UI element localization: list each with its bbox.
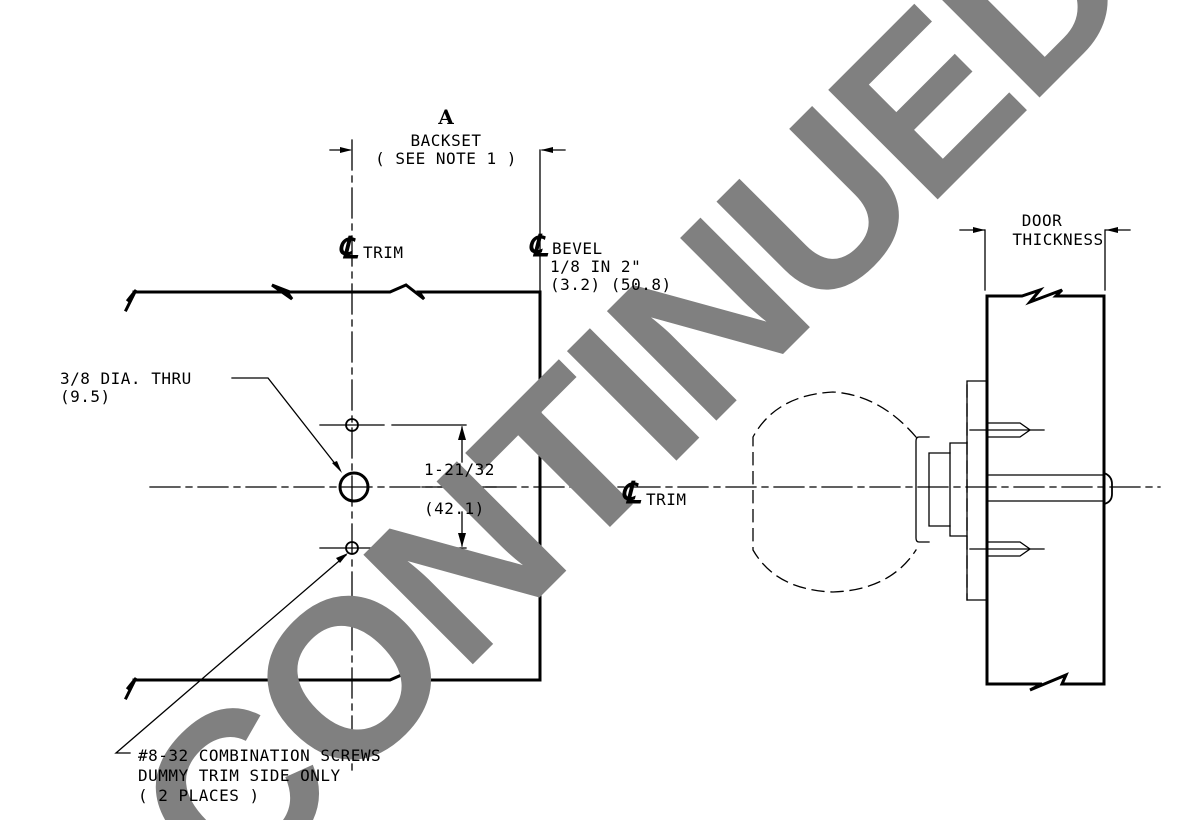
- screws-leader-line: [114, 554, 347, 754]
- bevel-metric: (3.2) (50.8): [550, 275, 672, 294]
- hole-spacing-imperial: 1-21/32: [424, 460, 495, 479]
- door-thickness-line2: THICKNESS: [1012, 230, 1103, 249]
- backset-letter: A: [437, 105, 454, 129]
- door-thickness-line1: DOOR: [1022, 211, 1063, 230]
- door-face-view: [114, 139, 1161, 771]
- backset-note: ( SEE NOTE 1 ): [375, 149, 517, 168]
- arrow-down-icon: [458, 533, 466, 547]
- arrow-right-icon: [340, 147, 352, 153]
- door-slab: [985, 286, 1106, 692]
- centerline-icon: ℄: [338, 231, 359, 266]
- centerline-trim-top-label: TRIM: [363, 243, 404, 262]
- door-section-view: [752, 227, 1131, 692]
- knob-outline: [752, 391, 917, 593]
- rose-plate: [966, 380, 988, 601]
- labels: A BACKSET ( SEE NOTE 1 ) ℄ TRIM ℄ BEVEL …: [60, 105, 1103, 805]
- arrow-left-icon: [541, 147, 553, 153]
- screws-callout-line1: #8-32 COMBINATION SCREWS: [138, 746, 381, 765]
- screws-callout-line3: ( 2 PLACES ): [138, 786, 260, 805]
- hole-leader-line: [231, 377, 341, 471]
- hole-callout-line2: (9.5): [60, 387, 111, 406]
- main-hole: [338, 471, 370, 503]
- centerline-icon: ℄: [621, 476, 642, 511]
- centerline-icon: ℄: [528, 229, 549, 264]
- bottom-break-line: [123, 671, 542, 701]
- hole-callout-line1: 3/8 DIA. THRU: [60, 369, 192, 388]
- arrow-up-icon: [458, 426, 466, 440]
- watermark-text: CONTINUED: [88, 0, 1174, 820]
- hole-spacing-metric: (42.1): [424, 499, 485, 518]
- bevel-ratio: 1/8 IN 2": [550, 257, 641, 276]
- continued-watermark: CONTINUED: [88, 0, 1174, 820]
- bevel-label: BEVEL: [552, 239, 603, 258]
- centerline-trim-mid-label: TRIM: [646, 490, 687, 509]
- top-break-line: [123, 283, 542, 313]
- backset-label: BACKSET: [411, 131, 482, 150]
- screws-callout-line2: DUMMY TRIM SIDE ONLY: [138, 766, 341, 785]
